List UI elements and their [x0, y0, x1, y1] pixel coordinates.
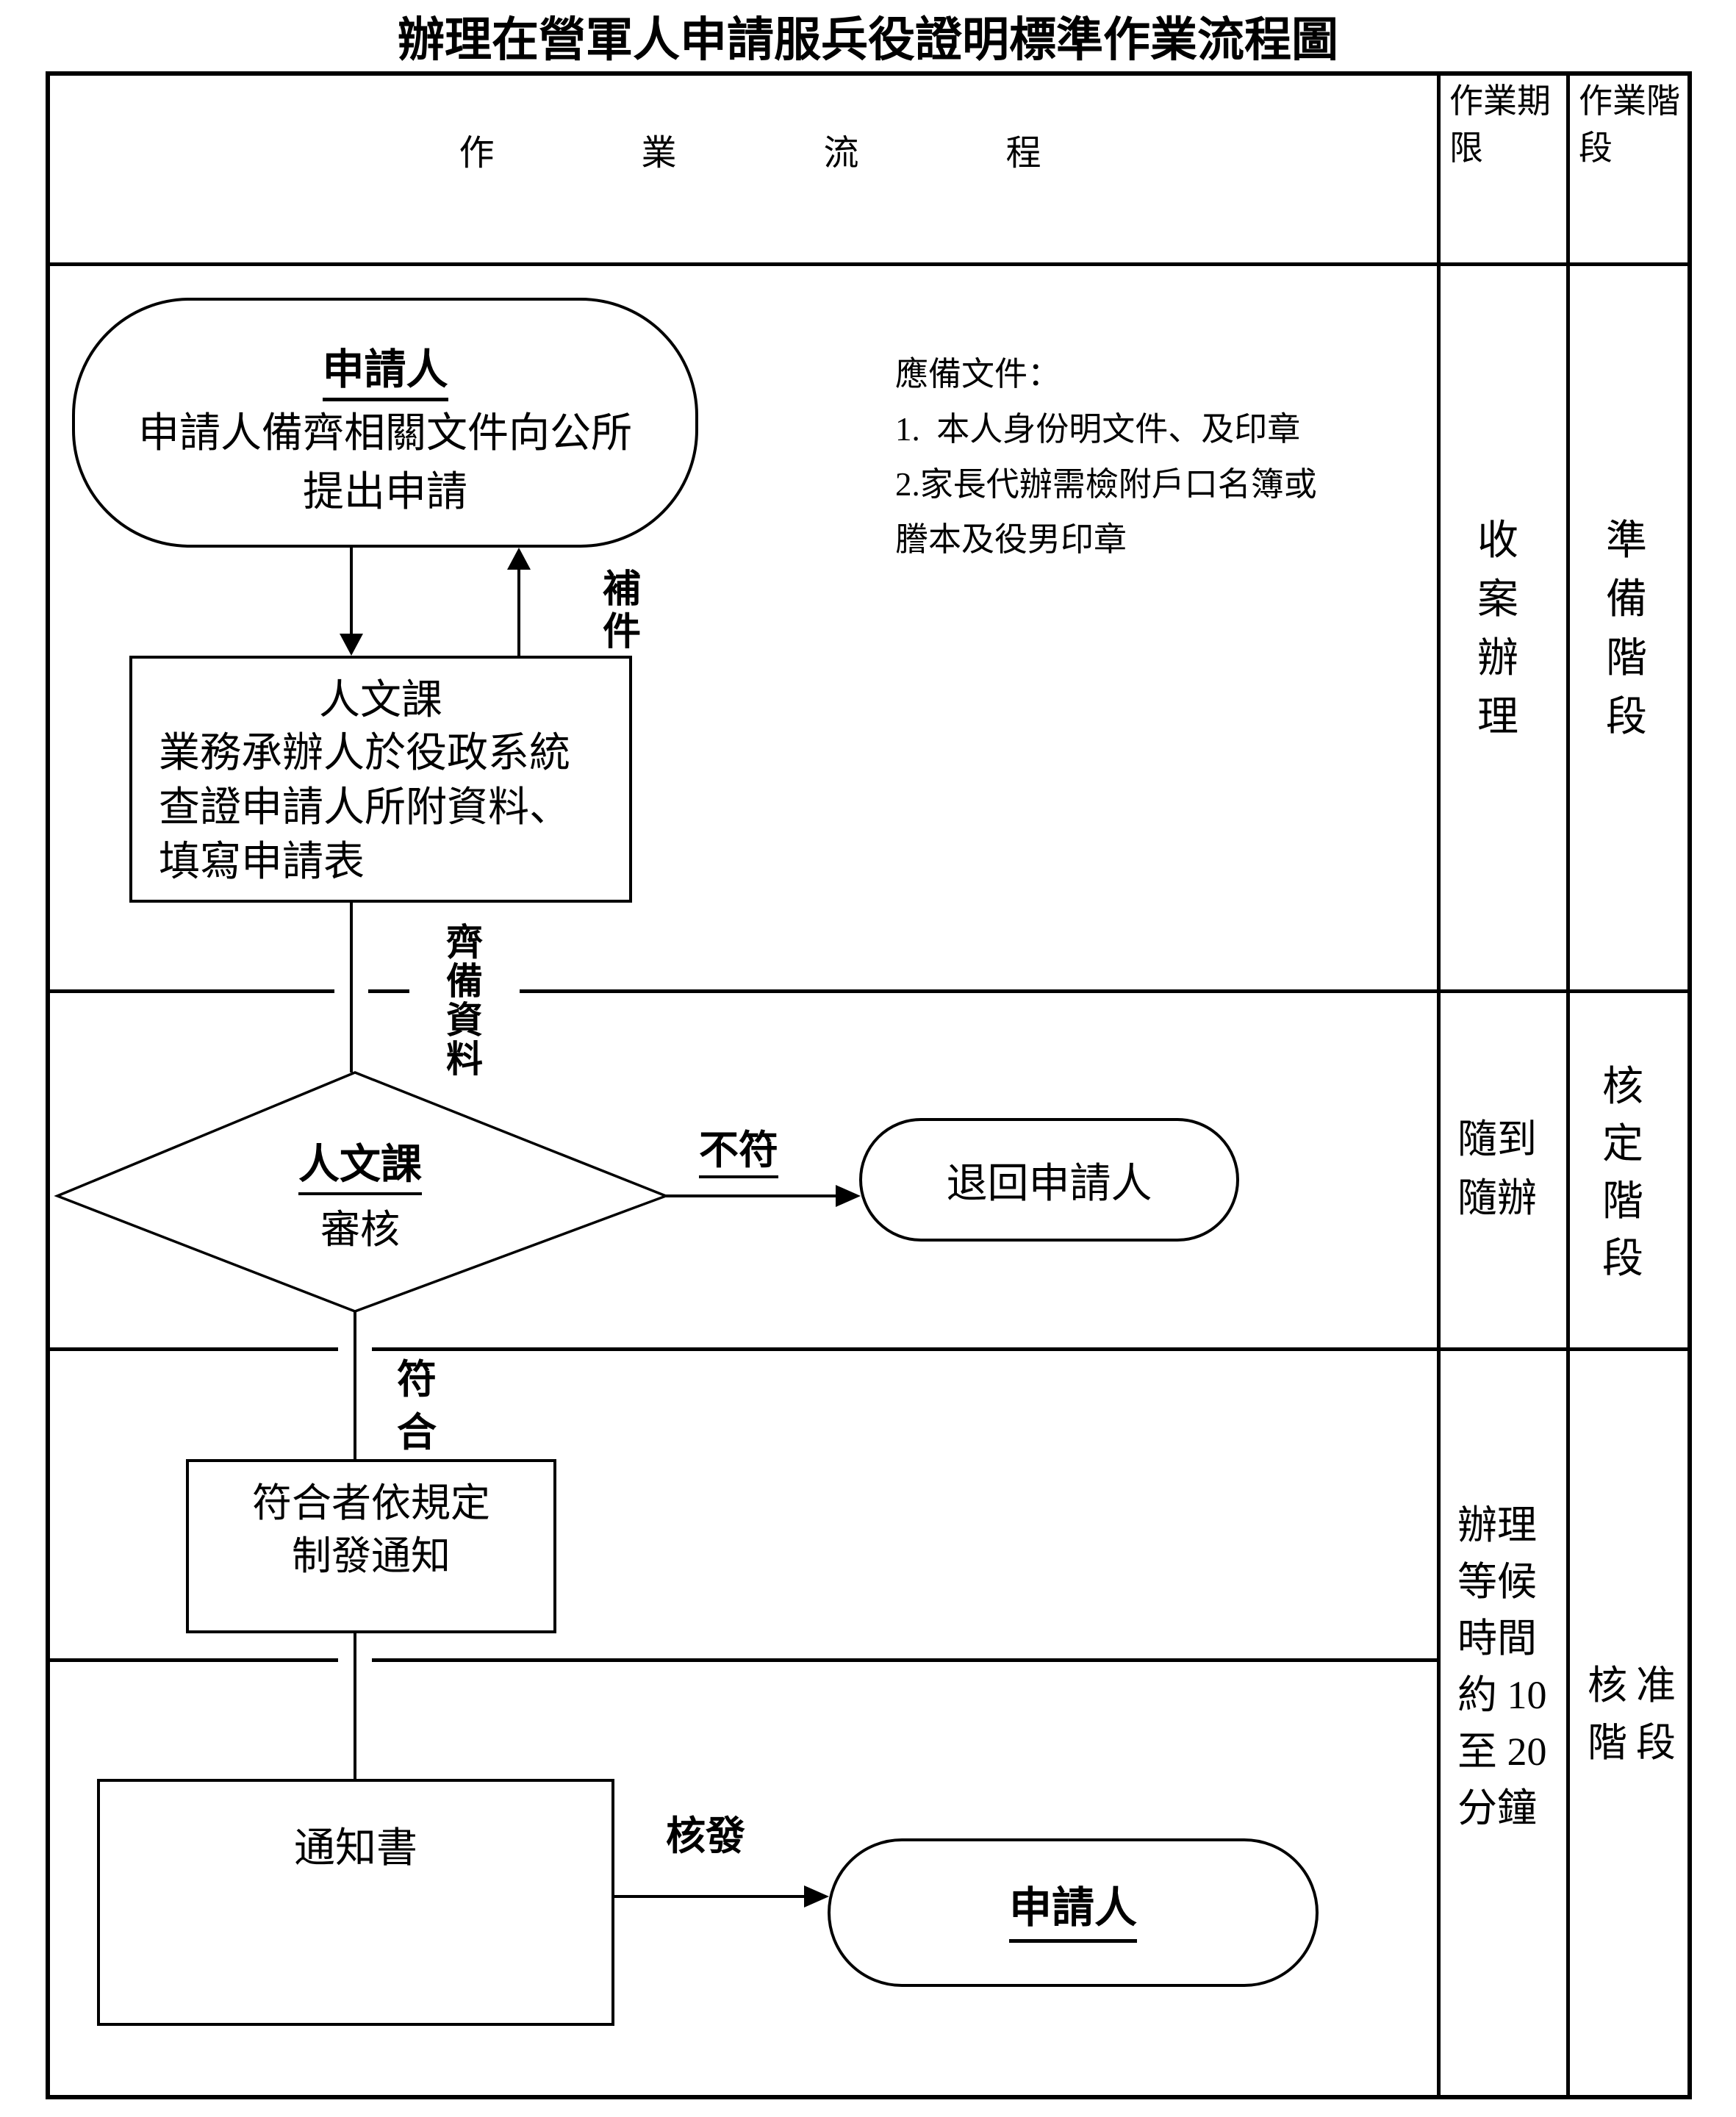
arrowhead-into-end-terminator — [804, 1885, 829, 1908]
column-separator-1 — [1437, 71, 1441, 2099]
row-separator-1 — [46, 989, 1692, 993]
supplement-label: 補件 — [603, 569, 642, 653]
period-cell-row1: 收案辦理 — [1477, 518, 1518, 740]
connector-start-to-review — [350, 548, 353, 638]
start-terminator-line1: 申請人備齊相關文件向公所 — [138, 411, 632, 456]
review-box-title: 人文課 — [319, 678, 442, 723]
end-terminator: 申請人 — [828, 1838, 1319, 1987]
table-border — [46, 71, 1692, 2099]
start-terminator-line2: 提出申請 — [303, 470, 467, 515]
connector-doc-to-end — [614, 1895, 807, 1898]
review-box-lines: 業務承辦人於役政系統 查證申請人所附資料、 填寫申請表 — [159, 731, 570, 885]
stage-cell-row2: 核定階段 — [1602, 1064, 1643, 1282]
arrowhead-into-start-terminator — [507, 548, 531, 570]
period-cell-row3: 辦理 等候 時間 約 10 至 20 分鐘 — [1457, 1503, 1547, 1830]
row-separator-2 — [46, 1347, 1692, 1351]
connector-decision-to-notice — [354, 1311, 356, 1461]
decision-text: 人文課 審核 — [220, 1141, 500, 1251]
column-header-stage: 作業階段 — [1579, 82, 1680, 167]
page-title: 辦理在營軍人申請服兵役證明標準作業流程圖 — [398, 14, 1338, 66]
connector-review-to-decision — [350, 903, 353, 1072]
decision-subtitle: 審核 — [320, 1208, 400, 1252]
return-terminator-label: 退回申請人 — [946, 1161, 1152, 1207]
stage-cell-row1: 準備階段 — [1606, 518, 1647, 740]
ready-label: 齊備資料 — [446, 922, 483, 1080]
return-terminator: 退回申請人 — [859, 1118, 1239, 1242]
review-process-box: 人文課 業務承辦人於役政系統 查證申請人所附資料、 填寫申請表 — [129, 656, 632, 903]
connector-decision-to-return — [666, 1194, 839, 1197]
start-terminator: 申請人 申請人備齊相關文件向公所 提出申請 — [72, 298, 698, 548]
period-cell-row2: 隨到隨辦 — [1457, 1117, 1537, 1220]
column-separator-2 — [1566, 71, 1570, 2099]
row-separator-3-partial — [46, 1658, 1437, 1662]
notice-doc-box: 通知書 — [97, 1779, 614, 2026]
notice-issue-box: 符合者依規定 制發通知 — [186, 1459, 556, 1633]
ready-label-backdrop: 齊備資料 — [409, 922, 520, 1081]
arrowhead-into-return-terminator — [836, 1185, 861, 1207]
issue-label: 核發 — [666, 1814, 745, 1858]
end-terminator-label: 申請人 — [1008, 1873, 1137, 1943]
match-label: 符合 — [397, 1358, 437, 1455]
column-header-period: 作業期限 — [1449, 82, 1551, 167]
start-terminator-title: 申請人 — [322, 347, 448, 401]
required-documents-note: 應備文件： 1. 本人身份明文件、及印章 2.家長代辦需檢附戶口名簿或 謄本及役… — [895, 356, 1317, 558]
mismatch-label: 不符 — [699, 1128, 778, 1178]
decision-title: 人文課 — [298, 1142, 422, 1195]
connector-review-to-start — [517, 568, 520, 656]
arrowhead-into-review-box — [340, 634, 363, 656]
column-header-flow: 作業流程 — [459, 134, 1188, 173]
row-separator-header — [46, 262, 1692, 266]
connector-notice-to-doc — [354, 1633, 356, 1780]
stage-cell-row3: 核准階段 — [1588, 1663, 1685, 1765]
